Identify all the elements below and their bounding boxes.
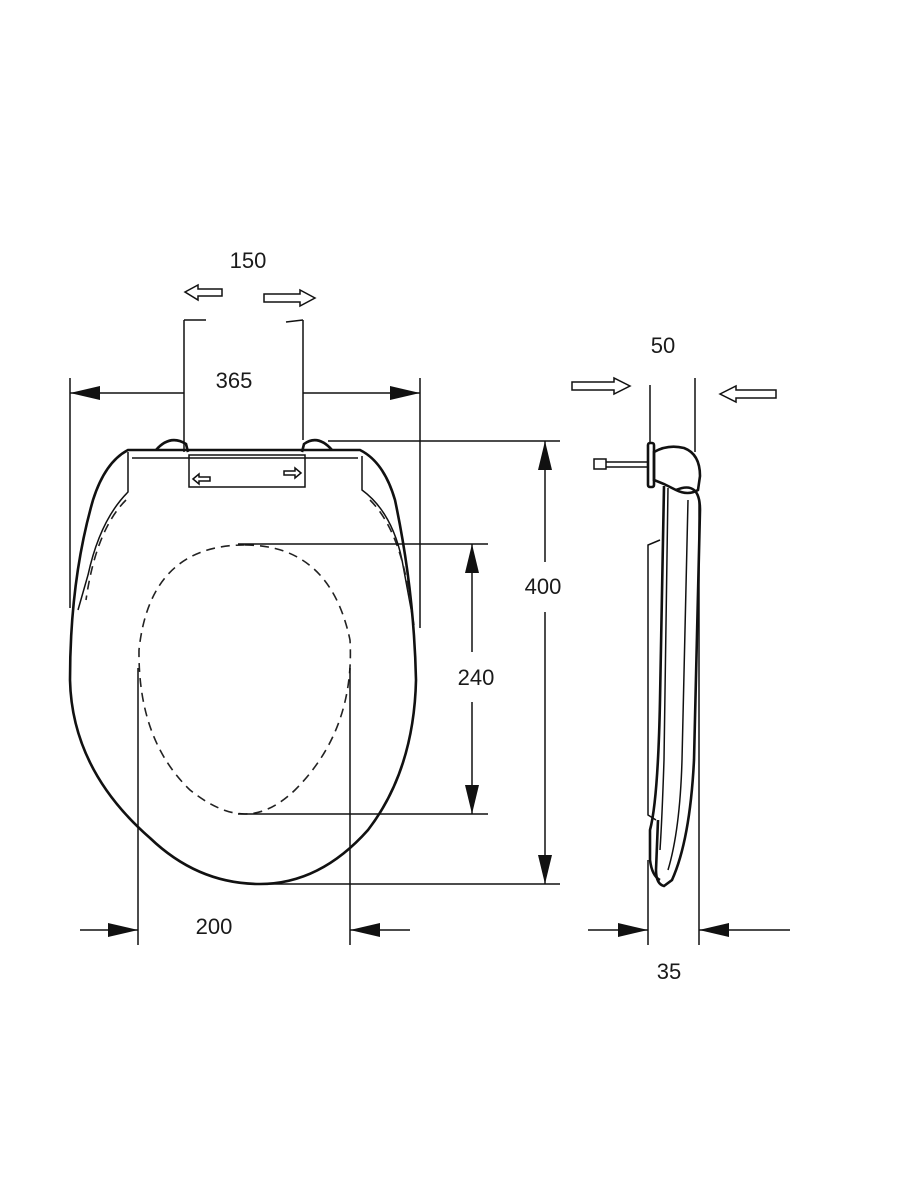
hinge-slot-plate [188, 454, 306, 488]
dim-seat-width: 365 [69, 368, 421, 628]
dim-seat-thickness-label: 35 [657, 959, 681, 984]
arrowhead-down-icon [538, 855, 552, 884]
arrowhead-up-icon [465, 544, 479, 573]
dim-opening-width: 200 [80, 668, 410, 945]
arrowhead-right-icon [108, 923, 138, 937]
hinge-bolt-nut [593, 458, 607, 470]
hidden-rim-right [369, 499, 411, 601]
dim-seat-width-label: 365 [216, 368, 253, 393]
slot-arrow-left-icon [191, 472, 211, 486]
hollow-arrow-right-icon [263, 288, 317, 308]
dim-seat-length: 400 [260, 440, 562, 885]
dim-opening-length-label: 240 [458, 665, 495, 690]
seat-lid-inner [667, 499, 689, 871]
hinge-left [155, 438, 190, 453]
seat-lid-side [654, 486, 702, 888]
seat-outline [68, 448, 418, 886]
arrowhead-down-icon [465, 785, 479, 814]
arrowhead-right-icon [390, 386, 420, 400]
seat-body-side [648, 485, 666, 882]
arrowhead-left-icon [699, 923, 729, 937]
hollow-arrow-left-icon [183, 283, 223, 302]
dim-hinge-depth-label: 50 [651, 333, 675, 358]
dim-seat-thickness: 35 [588, 500, 790, 984]
dim-hinge-adjust-label: 150 [230, 248, 267, 273]
arrowhead-left-icon [350, 923, 380, 937]
dim-hinge-adjust: 150 [183, 248, 317, 452]
hinge-body [652, 445, 702, 495]
seat-underside [647, 539, 661, 821]
dim-seat-length-label: 400 [525, 574, 562, 599]
seat-rim-left [77, 452, 129, 611]
hollow-arrow-left-icon [718, 384, 777, 404]
hinge-right [300, 438, 333, 453]
seat-opening-dashed [138, 544, 352, 815]
side-view [593, 441, 702, 888]
dim-hinge-depth: 50 [571, 333, 777, 452]
hollow-arrow-right-icon [571, 376, 632, 396]
hidden-rim-left [85, 499, 127, 601]
arrowhead-right-icon [618, 923, 648, 937]
front-view [68, 438, 418, 886]
dim-opening-width-label: 200 [196, 914, 233, 939]
dim-opening-length: 240 [238, 543, 495, 815]
arrowhead-up-icon [538, 441, 552, 470]
slot-arrow-right-icon [283, 466, 303, 480]
arrowhead-left-icon [70, 386, 100, 400]
